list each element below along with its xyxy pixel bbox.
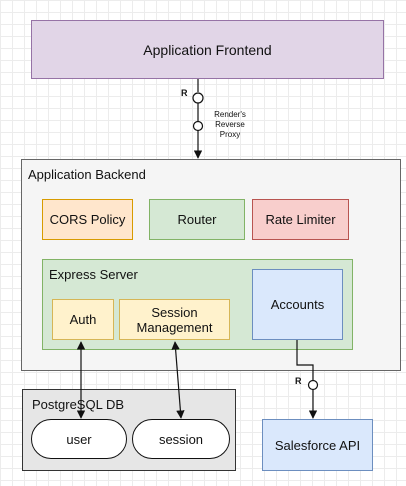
router-label: Router <box>177 212 217 227</box>
auth-label: Auth <box>69 312 97 327</box>
user-table-label: user <box>66 431 92 447</box>
session-management-label-line2: Management <box>136 319 213 335</box>
rate-limiter-label: Rate Limiter <box>265 212 336 227</box>
salesforce-api-box[interactable]: Salesforce API <box>262 419 373 471</box>
proxy-r-label: R <box>181 88 188 98</box>
postgresql-db-title: PostgreSQL DB <box>32 397 125 412</box>
salesforce-r-label: R <box>295 376 302 386</box>
salesforce-interface-icon <box>307 379 319 391</box>
application-backend-title: Application Backend <box>28 167 146 182</box>
session-table[interactable]: session <box>132 419 230 459</box>
session-table-label: session <box>158 431 204 447</box>
reverse-proxy-caption-line2: Reverse <box>215 120 245 129</box>
cors-policy-label: CORS Policy <box>49 212 126 227</box>
provided-interface-icon <box>192 120 204 132</box>
reverse-proxy-caption: Render's Reverse Proxy <box>208 110 252 140</box>
user-table[interactable]: user <box>31 419 127 459</box>
salesforce-api-label: Salesforce API <box>274 437 361 453</box>
reverse-proxy-caption-line3: Proxy <box>219 130 241 139</box>
application-frontend-label: Application Frontend <box>143 41 272 58</box>
accounts-box[interactable]: Accounts <box>252 269 343 340</box>
router-box[interactable]: Router <box>149 199 245 240</box>
cors-policy-box[interactable]: CORS Policy <box>42 199 133 240</box>
auth-box[interactable]: Auth <box>52 299 114 340</box>
accounts-label: Accounts <box>270 297 325 312</box>
session-management-label-line1: Session <box>151 304 198 320</box>
reverse-proxy-caption-line1: Render's <box>214 110 246 119</box>
application-frontend-box[interactable]: Application Frontend <box>31 20 384 79</box>
frontend-to-backend-connector <box>192 79 204 159</box>
express-server-title: Express Server <box>49 267 138 282</box>
required-interface-icon <box>192 92 204 104</box>
session-management-box[interactable]: Session Management <box>119 299 230 340</box>
rate-limiter-box[interactable]: Rate Limiter <box>252 199 349 240</box>
